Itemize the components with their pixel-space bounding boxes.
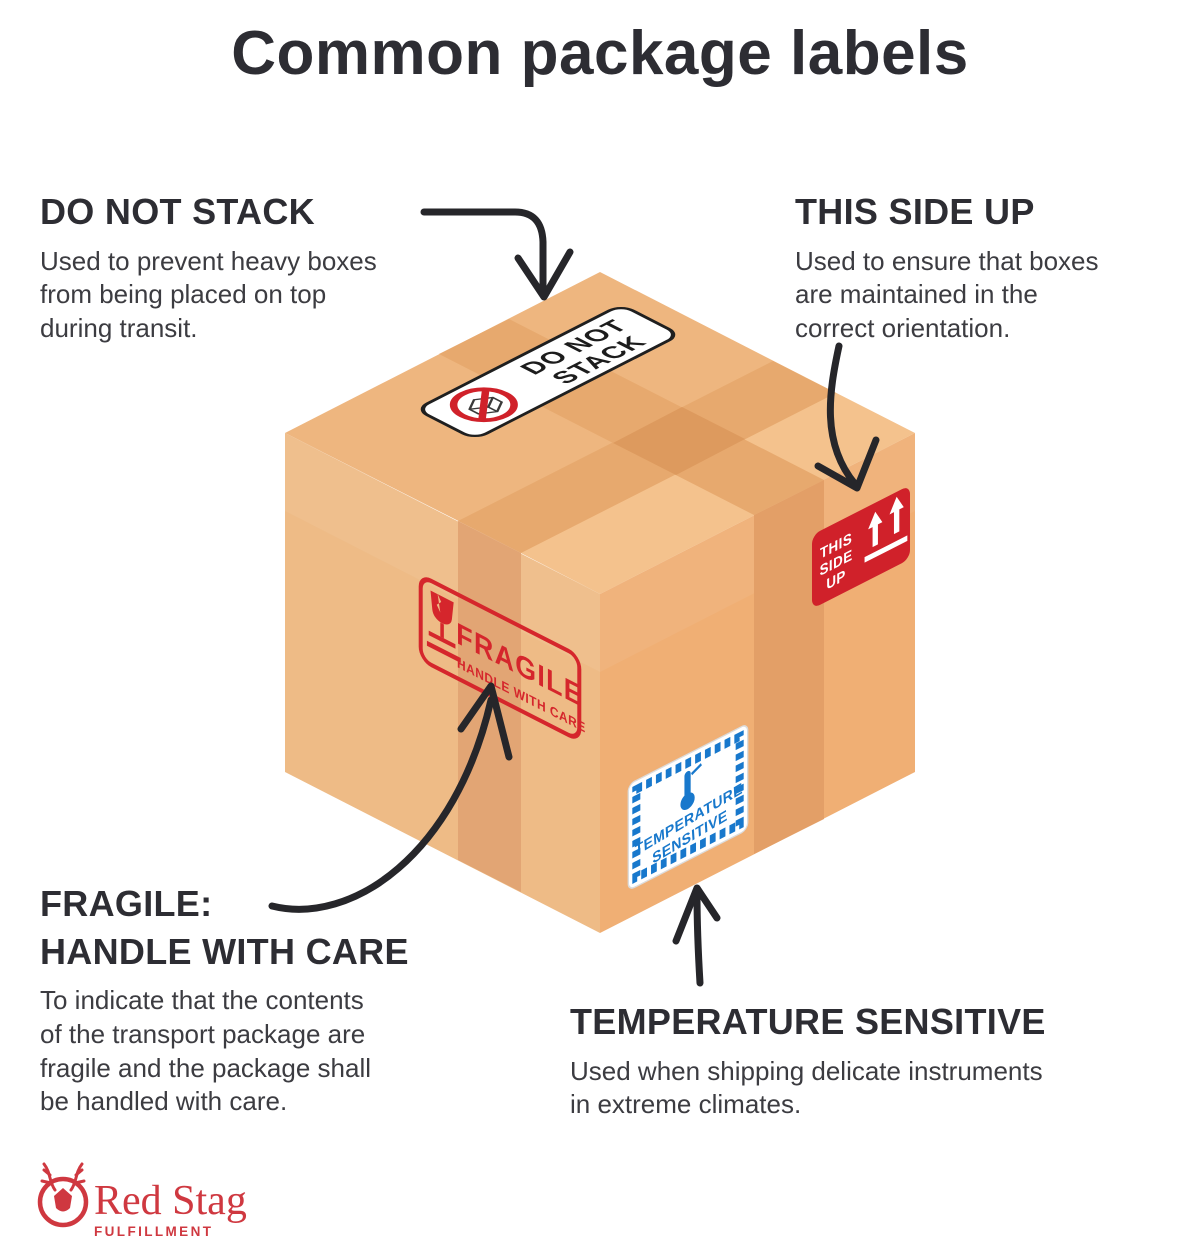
this-side-up-sticker-plate — [811, 488, 911, 606]
do-not-stack-description: Used to prevent heavy boxes from being p… — [40, 245, 377, 344]
this-side-up-heading: THIS SIDE UP — [795, 191, 1035, 232]
antlers — [40, 1162, 86, 1192]
temperature-sensitive-description: Used when shipping delicate instruments … — [570, 1055, 1043, 1120]
this-side-up-description: Used to ensure that boxes are maintained… — [795, 245, 1099, 344]
box-left-lid-edge — [285, 433, 600, 672]
temperature-striped-border — [632, 730, 744, 884]
no-stack-prohibition-icon — [449, 387, 518, 423]
fragile-icon-shelf — [426, 640, 461, 663]
tape-right-band — [754, 480, 824, 854]
stacked-box-glyph — [468, 396, 504, 415]
stag-head — [54, 1188, 72, 1212]
arrow-to-fragile — [268, 682, 513, 913]
callout-fragile: FRAGILE: HANDLE WITH CARE To indicate th… — [40, 880, 510, 1119]
tape-top-overlap — [613, 407, 745, 475]
temperature-sensitive-heading: TEMPERATURE SENSITIVE — [570, 1001, 1046, 1042]
callout-do-not-stack: DO NOT STACK Used to prevent heavy boxes… — [40, 188, 470, 346]
up-arrows-icon — [864, 496, 908, 563]
fragile-heading: FRAGILE: HANDLE WITH CARE — [40, 883, 409, 972]
fragile-sticker-border — [418, 577, 582, 739]
sticker-temperature-sensitive: TEMPERATURE SENSITIVE — [627, 725, 749, 889]
fragile-description: To indicate that the contents of the tra… — [40, 985, 372, 1117]
arrow-to-this-side-up — [814, 342, 880, 492]
arrow-to-temperature-sensitive — [672, 884, 721, 987]
logo-tagline: FULFILLMENT — [94, 1224, 214, 1239]
do-not-stack-heading: DO NOT STACK — [40, 191, 315, 232]
page-title: Common package labels — [231, 19, 969, 88]
up-arrows-baseline — [864, 535, 908, 563]
stag-logo-icon — [37, 1162, 89, 1228]
logo-brand-name: Red Stag — [94, 1178, 247, 1224]
callout-temperature-sensitive: TEMPERATURE SENSITIVE Used when shipping… — [570, 998, 1190, 1122]
logo-wordmark: Red Stag FULFILLMENT — [94, 1180, 247, 1239]
thermometer-icon — [680, 763, 702, 811]
box-left-face — [285, 433, 600, 933]
annotation-arrows — [268, 208, 880, 987]
prohibition-slash — [478, 390, 490, 420]
callout-this-side-up: THIS SIDE UP Used to ensure that boxes a… — [795, 188, 1185, 346]
sticker-this-side-up: THIS SIDE UP — [811, 488, 911, 606]
broken-glass-icon — [426, 590, 461, 663]
arrow-to-do-not-stack — [420, 208, 574, 301]
